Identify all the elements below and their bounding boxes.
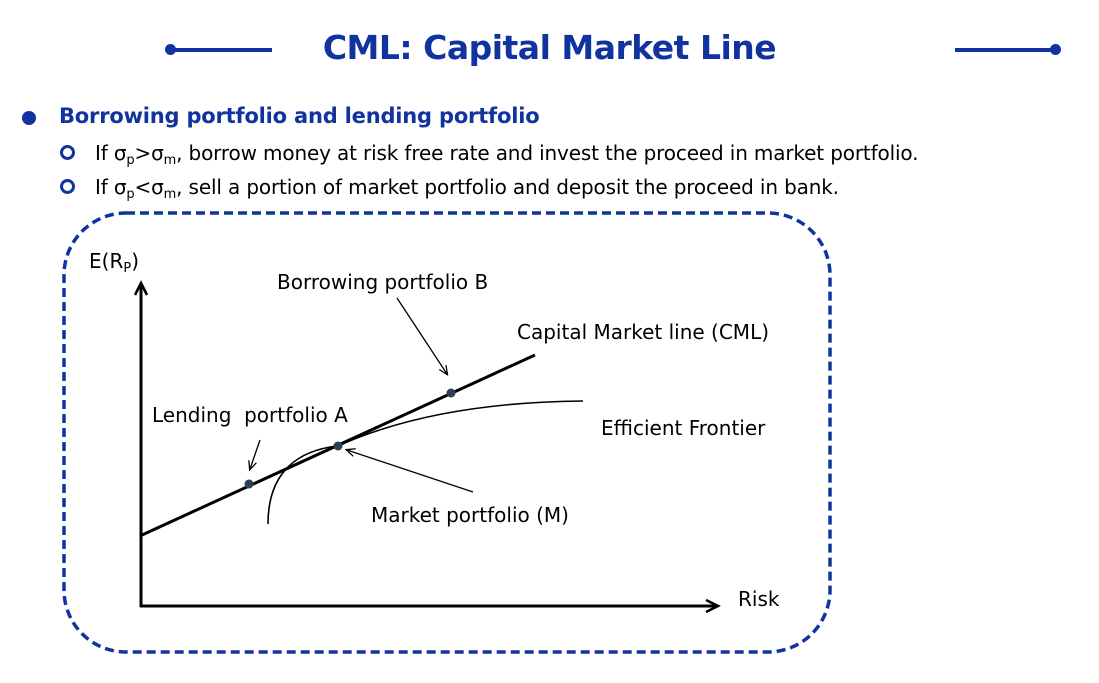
y-axis-label: E(RP): [89, 249, 139, 276]
lending-portfolio-point: [244, 479, 254, 489]
bullet-lend-text: , sell a portion of market portfolio and…: [176, 175, 839, 199]
bullet-borrow-sub-m: m: [163, 153, 177, 168]
bullet-lend-op: <σ: [134, 175, 164, 199]
bullet-borrow-sub-p: p: [126, 153, 135, 168]
borrowing-portfolio-point: [446, 388, 456, 398]
borrowing-arrow: [396, 297, 447, 374]
page-title: CML: Capital Market Line: [322, 28, 777, 67]
x-axis-label: Risk: [738, 587, 780, 611]
bullet-borrow-prefix: If σ: [95, 141, 127, 165]
title-left-dot: [165, 44, 176, 55]
market-arrow: [347, 450, 474, 493]
efficient-frontier-label: Efficient Frontier: [601, 416, 766, 440]
lending-arrow: [250, 439, 261, 469]
bullet-borrow: If σp>σm, borrow money at risk free rate…: [95, 141, 919, 168]
bullet-borrow-text: , borrow money at risk free rate and inv…: [176, 141, 919, 165]
bullet-lend: If σp<σm, sell a portion of market portf…: [95, 175, 839, 202]
title-left-rule: [170, 48, 272, 52]
lending-portfolio-label: Lending portfolio A: [152, 403, 348, 427]
bullet-lend-prefix: If σ: [95, 175, 127, 199]
section-heading: Borrowing portfolio and lending portfoli…: [59, 104, 540, 128]
dashed-frame: [62, 211, 832, 654]
title-right-rule: [955, 48, 1055, 52]
title-right-dot: [1050, 44, 1061, 55]
market-portfolio-point: [333, 441, 343, 451]
heading-bullet-icon: [22, 111, 36, 125]
cml-label: Capital Market line (CML): [517, 320, 769, 344]
borrowing-portfolio-label: Borrowing portfolio B: [277, 270, 488, 294]
market-portfolio-label: Market portfolio (M): [371, 503, 569, 527]
bullet-borrow-op: >σ: [134, 141, 164, 165]
ring-bullet-icon: [60, 179, 75, 194]
bullet-lend-sub-m: m: [163, 187, 177, 202]
bullet-lend-sub-p: p: [126, 187, 135, 202]
ring-bullet-icon: [60, 145, 75, 160]
